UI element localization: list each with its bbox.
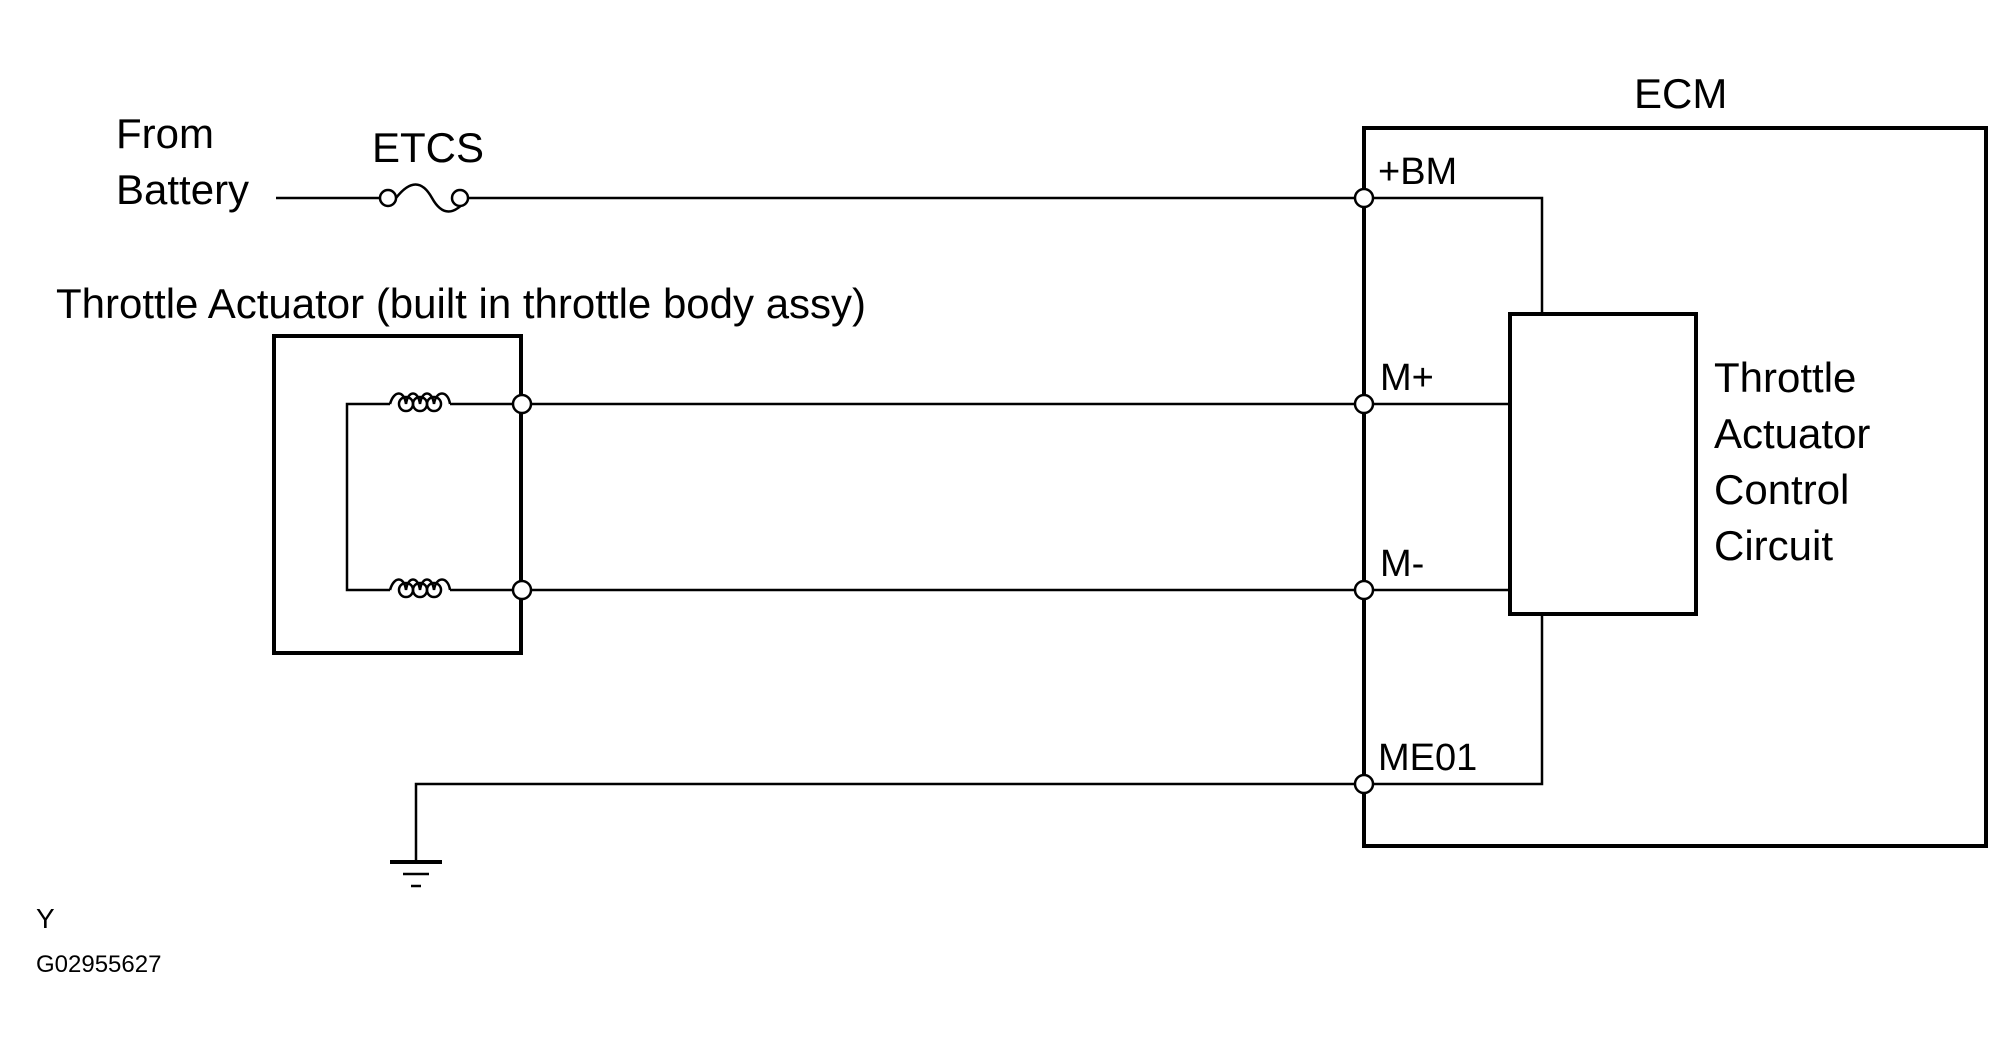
- footer-code-letter: Y: [36, 903, 55, 934]
- ground-wire: [414, 782, 1364, 860]
- ecm-title: ECM: [1634, 70, 1727, 117]
- control-circuit-box: [1508, 312, 1698, 616]
- ecm-box: [1362, 126, 1988, 848]
- control-circuit-label-line1: Throttle: [1714, 354, 1856, 401]
- control-circuit-label-line4: Circuit: [1714, 522, 1833, 569]
- actuator-terminal-lower: [511, 579, 533, 601]
- ecm-terminal-bm: [1353, 187, 1375, 209]
- ground-icon: [390, 860, 442, 888]
- ecm-terminal-m-plus: [1353, 393, 1375, 415]
- motor-loop-wire: [345, 402, 390, 592]
- control-circuit-label-line2: Actuator: [1714, 410, 1870, 457]
- pin-label-me01: ME01: [1378, 737, 1477, 779]
- actuator-terminal-upper: [511, 393, 533, 415]
- fuse-label: ETCS: [372, 124, 484, 171]
- fuse-icon: [378, 183, 470, 213]
- motor-coil-lower-icon: [388, 578, 452, 599]
- ecm-internal-bm-wire: [1372, 196, 1544, 314]
- pin-label-m-minus: M-: [1380, 543, 1424, 585]
- pin-label-bm: +BM: [1378, 151, 1457, 193]
- ecm-internal-me01-wire: [1372, 614, 1544, 786]
- pin-label-m-plus: M+: [1380, 357, 1434, 399]
- ecm-terminal-m-minus: [1353, 579, 1375, 601]
- motor-coil-upper-icon: [388, 392, 452, 413]
- ecm-terminal-me01: [1353, 773, 1375, 795]
- source-label-line2: Battery: [116, 166, 249, 213]
- footer-figure-id: G02955627: [36, 951, 161, 978]
- source-label-line1: From: [116, 110, 214, 157]
- throttle-actuator-box: [272, 334, 523, 655]
- actuator-title: Throttle Actuator (built in throttle bod…: [56, 280, 866, 327]
- control-circuit-label-line3: Control: [1714, 466, 1849, 513]
